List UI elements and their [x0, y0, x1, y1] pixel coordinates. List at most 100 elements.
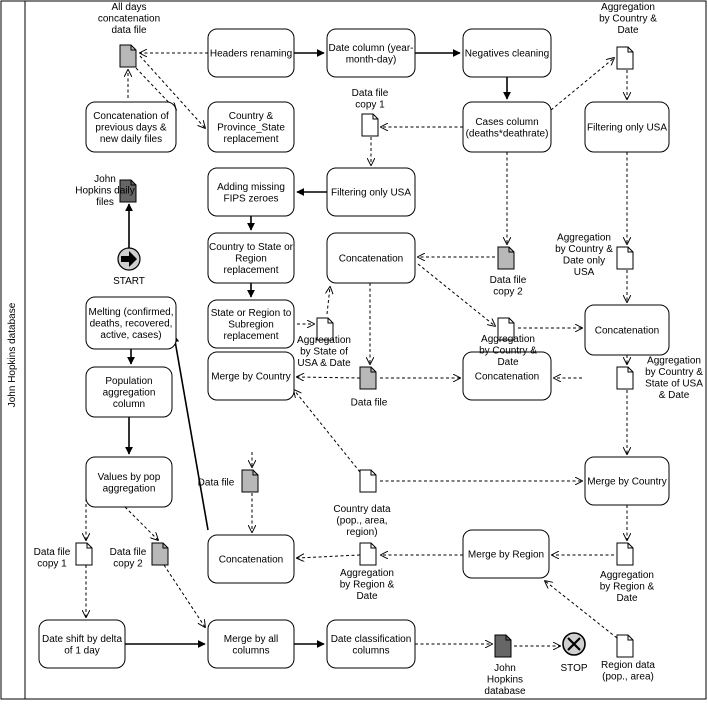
node-text-line: active, cases): [100, 330, 161, 341]
node-text-line: Data file: [352, 88, 389, 99]
node-text-line: replacement: [223, 265, 278, 276]
node-text-line: Merge by Country: [211, 372, 290, 383]
process-merge-by-region: Merge by Region: [462, 529, 550, 579]
node-text-line: Country data: [333, 504, 391, 515]
node-text-line: data file: [111, 25, 146, 36]
node-text-line: Data file: [198, 478, 235, 489]
node-text-line: Country to State or: [209, 242, 294, 253]
node-text-line: by Country &: [555, 244, 613, 255]
node-text-line: aggregation: [103, 483, 156, 494]
node-text-line: Date: [617, 25, 639, 36]
nodes: Headers renaming Date column (year-month-…: [34, 2, 704, 697]
node-text-line: Date: [497, 357, 519, 368]
node-text-line: Adding missing: [217, 182, 285, 193]
process-negatives-cleaning: Negatives cleaning: [462, 28, 552, 78]
node-text-line: of 1 day: [64, 645, 100, 656]
node-text-line: column: [113, 399, 145, 410]
node-text-line: Filtering only USA: [331, 188, 411, 199]
node-text-line: Date classification: [331, 634, 412, 645]
process-date-column: Date column (year-month-day): [326, 28, 416, 78]
data-flow-arrow: [417, 263, 495, 326]
node-text-line: Merge by all: [224, 634, 278, 645]
node-text-line: (pop., area): [602, 671, 654, 682]
process-filtering-usa-mid: Filtering only USA: [326, 167, 416, 217]
node-text-line: Subregion: [228, 320, 274, 331]
node-text-line: Data file: [490, 275, 527, 286]
node-text-line: Data file: [110, 547, 147, 558]
node-text-line: Concatenation: [339, 254, 404, 265]
data-flow-arrow: [545, 581, 618, 639]
node-text-line: Filtering only USA: [587, 123, 667, 134]
stop-x-icon: [567, 637, 581, 651]
node-text-line: Headers renaming: [210, 49, 292, 60]
node-text-line: All days: [111, 2, 146, 13]
process-merge-by-country-left: Merge by Country: [207, 351, 295, 401]
node-text-line: Concatenation of: [93, 111, 169, 122]
data-flow-arrow: [297, 377, 361, 378]
node-text-line: Aggregation: [297, 335, 351, 346]
stop-node: STOP: [560, 632, 588, 674]
node-text-line: concatenation: [98, 14, 160, 25]
node-text-line: Concatenation: [219, 555, 284, 566]
node-text-line: Date only: [563, 255, 605, 266]
node-text-line: month-day): [346, 54, 397, 65]
node-text-line: Negatives cleaning: [465, 49, 550, 60]
node-text-line: Aggregation: [601, 2, 655, 13]
node-text-line: copy 2: [493, 286, 523, 297]
node-text-line: by State of: [300, 347, 348, 358]
flow-arrow: [171, 334, 209, 531]
node-text-line: John: [94, 174, 116, 185]
process-filtering-usa-right: Filtering only USA: [584, 101, 670, 153]
node-text-line: & Date: [659, 390, 690, 401]
data-flow-arrow: [294, 390, 361, 473]
node-text-line: database: [484, 686, 526, 697]
node-text-line: copy 2: [113, 558, 143, 569]
node-text-line: Region data: [601, 660, 655, 671]
node-text-line: by Country &: [645, 367, 703, 378]
node-text-line: Hopkins daily: [75, 186, 134, 197]
node-text-line: Date column (year-: [328, 43, 413, 54]
node-text-line: Merge by Region: [468, 550, 544, 561]
file-region-data: Region data(pop., area): [601, 634, 655, 682]
node-text-line: Data file: [351, 398, 388, 409]
data-flow-arrow: [327, 287, 330, 315]
process-melting: Melting (confirmed,deaths, recovered,act…: [85, 296, 177, 350]
process-merge-by-country-right: Merge by Country: [584, 456, 670, 506]
node-text-line: copy 1: [37, 558, 67, 569]
node-text-line: by Region &: [600, 582, 655, 593]
data-flow-arrow: [163, 564, 205, 627]
node-text-line: Merge by Country: [587, 477, 666, 488]
file-data-file-center: Data file: [351, 366, 388, 409]
node-text-line: Hopkins: [487, 675, 523, 686]
process-concatenation-center: Concatenation: [462, 351, 552, 401]
swimlane-label: John Hopkins database: [7, 302, 18, 407]
node-text-line: Values by pop: [98, 472, 161, 483]
process-concatenation-bottom: Concatenation: [207, 534, 295, 584]
file-data-file-left: Data file: [198, 469, 259, 493]
node-text-line: replacement: [223, 134, 278, 145]
start-node: START: [113, 247, 145, 287]
data-flow-arrow: [135, 67, 176, 110]
node-text-line: FIPS zeroes: [223, 193, 278, 204]
node-text-line: Population: [105, 376, 152, 387]
node-text-line: new daily files: [100, 134, 162, 145]
node-text-line: files: [96, 197, 114, 208]
node-text-line: Date: [616, 593, 638, 604]
data-flow-arrow: [124, 506, 158, 540]
